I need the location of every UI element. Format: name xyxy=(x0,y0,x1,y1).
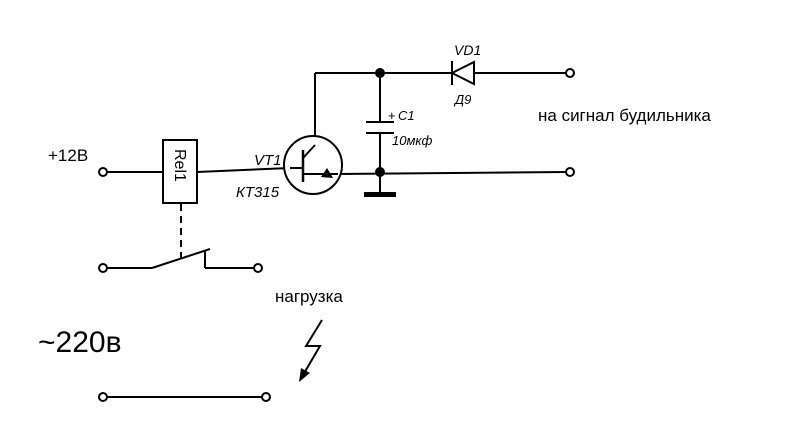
terminal-switch-left xyxy=(98,263,108,273)
terminal-mains-left xyxy=(98,392,108,402)
terminal-supply xyxy=(98,167,108,177)
terminal-mains-right xyxy=(261,392,271,402)
capacitor-icon xyxy=(366,121,394,134)
label-c1-plus: + xyxy=(388,108,396,123)
terminal-signal-top xyxy=(565,68,575,78)
label-load: нагрузка xyxy=(275,287,343,306)
label-vd1: VD1 xyxy=(454,42,481,58)
junctions xyxy=(375,68,385,177)
terminal-switch-right xyxy=(253,263,263,273)
diode-icon xyxy=(449,60,475,86)
label-supply: +12В xyxy=(48,146,88,165)
terminals xyxy=(98,68,575,402)
terminal-signal-bottom xyxy=(565,167,575,177)
junction-dot xyxy=(375,68,385,78)
label-kt315: КТ315 xyxy=(236,184,280,201)
label-signal: на сигнал будильника xyxy=(538,106,711,125)
transistor-icon xyxy=(283,135,343,195)
junction-dot xyxy=(375,167,385,177)
relay-coil-icon xyxy=(162,139,198,204)
label-mains: ~220в xyxy=(38,326,122,359)
wires xyxy=(107,72,567,398)
label-rel1: Rel1 xyxy=(171,149,188,182)
label-d9: Д9 xyxy=(453,92,471,107)
label-c1-value: 10мкф xyxy=(392,133,433,148)
load-lightning-icon xyxy=(299,319,323,382)
wire-emitter-rail xyxy=(337,171,567,175)
label-c1: C1 xyxy=(398,108,415,123)
ground-icon xyxy=(364,192,396,197)
switch-blade xyxy=(151,248,211,269)
label-vt1: VT1 xyxy=(254,152,282,169)
wire-relay-base xyxy=(196,167,291,173)
